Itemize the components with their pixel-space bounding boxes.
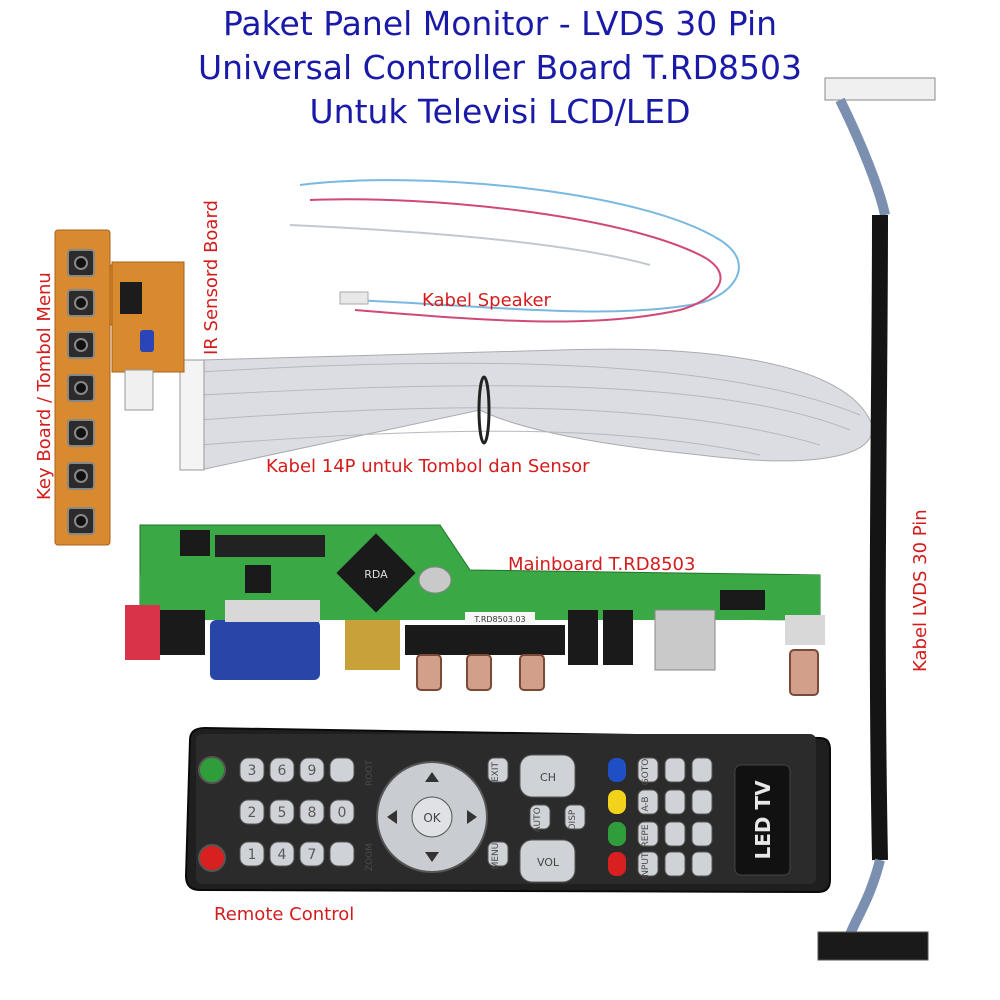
label-ir-sensor-board: IR Sensord Board (201, 200, 222, 355)
number-key-label: 4 (278, 847, 287, 863)
remote-key-label: AUTO (533, 807, 543, 832)
vol-label: VOL (537, 856, 560, 869)
keyboard-pcb (54, 229, 185, 546)
number-key-label: 5 (278, 805, 287, 821)
number-key-label: 7 (308, 847, 317, 863)
number-key-label: 3 (248, 763, 257, 779)
remote-key-label: GOTO (641, 759, 651, 786)
label-lvds-cable: Kabel LVDS 30 Pin (910, 509, 931, 672)
lvds-cable (817, 77, 936, 961)
remote-key-label: REPE (641, 824, 651, 847)
remote-control: OK CH VOL L (184, 726, 831, 894)
number-key-label: 6 (278, 763, 287, 779)
remote-key-label: A-B (641, 796, 651, 811)
led-tv-badge: LED TV (751, 780, 775, 860)
remote-key-label: INPUT (641, 852, 651, 879)
color-keys (608, 758, 626, 876)
remote-key-label: ROOT (365, 760, 375, 786)
ribbon-cable-14p (179, 348, 873, 471)
title-line-3: Untuk Televisi LCD/LED (309, 92, 691, 131)
label-mainboard: Mainboard T.RD8503 (508, 554, 696, 575)
number-key-label: 1 (248, 847, 257, 863)
title-line-1: Paket Panel Monitor - LVDS 30 Pin (222, 4, 778, 43)
number-key-label: 0 (338, 805, 347, 821)
mainboard-pcb: RDA T.RD8503.03 (125, 524, 825, 696)
number-key-label: 9 (308, 763, 317, 779)
ok-label: OK (423, 811, 441, 825)
label-speaker-cable: Kabel Speaker (422, 290, 551, 311)
label-keyboard: Key Board / Tombol Menu (34, 272, 55, 500)
label-cable-14p: Kabel 14P untuk Tombol dan Sensor (266, 456, 590, 477)
remote-key-label: EXIT (491, 762, 501, 783)
number-keys (239, 757, 355, 867)
remote-key-label: DISP (568, 809, 578, 830)
title-line-2: Universal Controller Board T.RD8503 (197, 48, 803, 87)
chip-logo: RDA (364, 568, 388, 581)
ch-label: CH (540, 771, 556, 784)
remote-key-label: ZOOM (365, 843, 375, 871)
board-id: T.RD8503.03 (473, 615, 525, 624)
label-remote-control: Remote Control (214, 904, 355, 925)
number-key-label: 8 (308, 805, 317, 821)
remote-key-label: MENU (491, 843, 501, 870)
number-key-label: 2 (248, 805, 257, 821)
speaker-cable (289, 179, 740, 323)
